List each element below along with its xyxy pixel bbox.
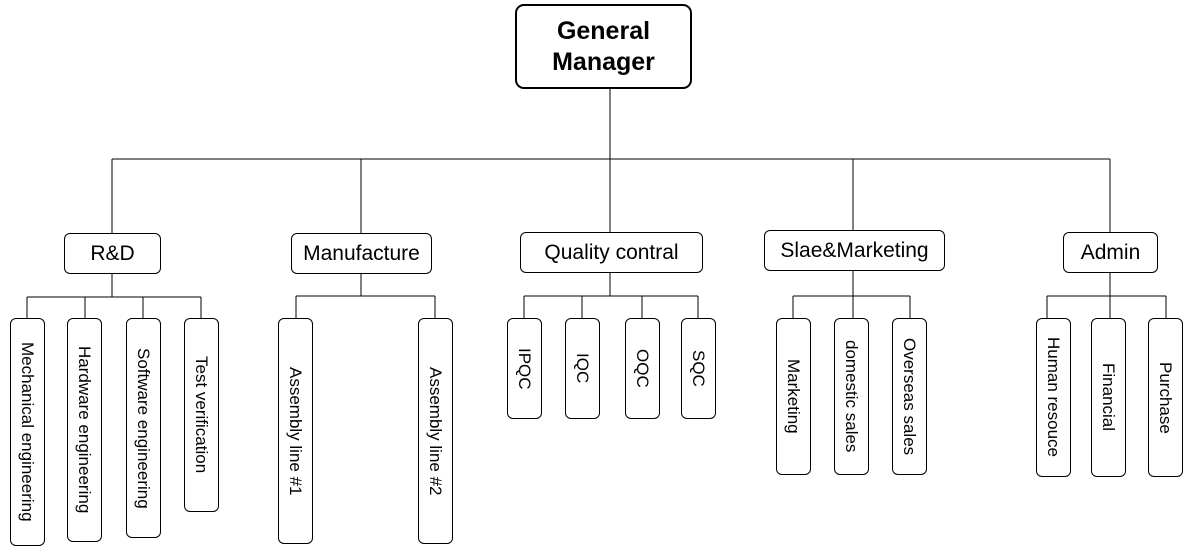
node-hardware-engineering-label: Hardware engineering — [75, 346, 94, 514]
node-dept-admin: Admin — [1063, 232, 1158, 273]
node-software-engineering: Software engineering — [126, 318, 161, 538]
node-overseas-sales: Overseas sales — [892, 318, 927, 475]
node-software-engineering-label: Software engineering — [134, 347, 153, 509]
node-human-resouce: Human resouce — [1036, 318, 1071, 477]
node-test-verification: Test verification — [184, 318, 219, 512]
node-assembly-line-1: Assembly line #1 — [278, 318, 313, 544]
node-assembly-line-1-label: Assembly line #1 — [286, 366, 305, 496]
node-ipqc-label: IPQC — [515, 347, 534, 390]
node-dept-rnd-label: R&D — [90, 241, 135, 265]
node-purchase-label: Purchase — [1156, 361, 1175, 434]
node-assembly-line-2: Assembly line #2 — [418, 318, 453, 544]
node-dept-quality-contral: Quality contral — [520, 232, 703, 273]
node-assembly-line-2-label: Assembly line #2 — [426, 366, 445, 496]
node-oqc-label: OQC — [633, 349, 652, 388]
node-mechanical-engineering: Mechanical engineering — [10, 318, 45, 546]
node-dept-sales-marketing: Slae&Marketing — [764, 230, 945, 271]
node-human-resouce-label: Human resouce — [1044, 337, 1063, 458]
node-dept-sales-marketing-label: Slae&Marketing — [780, 238, 929, 262]
node-iqc-label: IQC — [573, 353, 592, 384]
node-domestic-sales-label: domestic sales — [842, 340, 861, 453]
node-sqc-label: SQC — [689, 350, 708, 387]
node-financial: Financial — [1091, 318, 1126, 477]
node-iqc: IQC — [565, 318, 600, 419]
node-general-manager-line1: General — [556, 16, 651, 45]
node-marketing: Marketing — [776, 318, 811, 475]
node-dept-manufacture: Manufacture — [291, 233, 432, 274]
node-dept-quality-contral-label: Quality contral — [544, 240, 679, 264]
node-hardware-engineering: Hardware engineering — [67, 318, 102, 542]
node-purchase: Purchase — [1148, 318, 1183, 477]
node-general-manager: General Manager — [515, 4, 692, 89]
node-dept-admin-label: Admin — [1080, 240, 1141, 264]
node-test-verification-label: Test verification — [192, 356, 211, 474]
node-ipqc: IPQC — [507, 318, 542, 419]
node-sqc: SQC — [681, 318, 716, 419]
node-oqc: OQC — [625, 318, 660, 419]
node-domestic-sales: domestic sales — [834, 318, 869, 475]
node-financial-label: Financial — [1099, 363, 1118, 432]
node-marketing-label: Marketing — [784, 359, 803, 434]
node-general-manager-line2: Manager — [552, 47, 655, 76]
node-dept-rnd: R&D — [64, 233, 161, 274]
node-dept-manufacture-label: Manufacture — [303, 241, 420, 265]
node-mechanical-engineering-label: Mechanical engineering — [18, 342, 37, 522]
node-overseas-sales-label: Overseas sales — [900, 337, 919, 456]
